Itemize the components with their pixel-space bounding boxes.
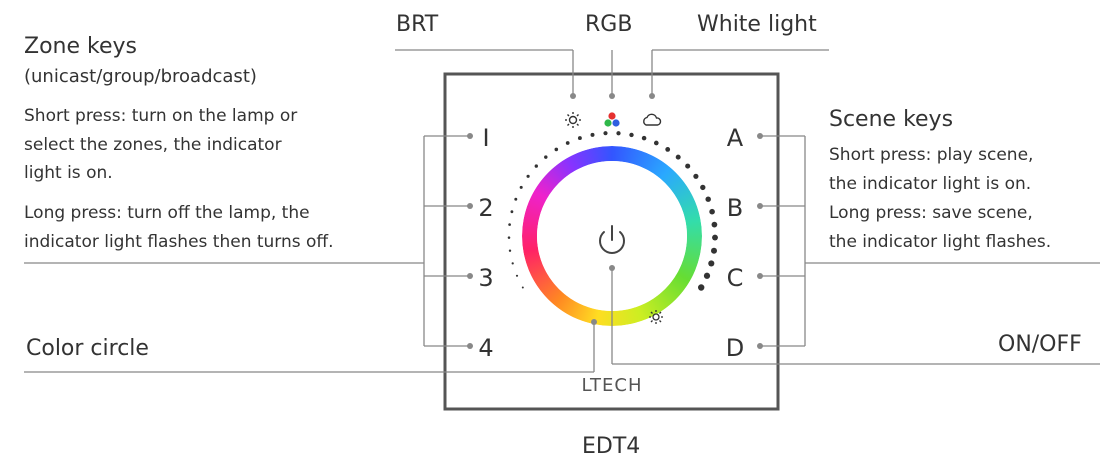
zone-short-line-3: light is on. bbox=[24, 163, 113, 183]
brightness-dot bbox=[705, 196, 711, 202]
brightness-dot bbox=[590, 132, 595, 137]
scene-line-1: Short press: play scene, bbox=[829, 145, 1034, 165]
brightness-dot bbox=[526, 174, 530, 178]
brightness-dot bbox=[708, 260, 715, 267]
color-circle-label: Color circle bbox=[26, 336, 149, 361]
power-icon[interactable] bbox=[599, 225, 625, 254]
brand-logo: LTECH bbox=[581, 375, 642, 396]
onoff-label: ON/OFF bbox=[998, 332, 1082, 357]
brightness-dot bbox=[693, 173, 699, 179]
brightness-dot bbox=[675, 154, 681, 160]
brightness-dot bbox=[508, 249, 512, 252]
brightness-dot bbox=[514, 197, 518, 201]
scene-line-3: Long press: save scene, bbox=[829, 203, 1033, 223]
scene-key-b[interactable]: B bbox=[727, 194, 743, 222]
brightness-dot bbox=[511, 262, 514, 265]
brightness-dot bbox=[554, 147, 559, 152]
brightness-dot bbox=[510, 210, 514, 214]
zone-short-line-2: select the zones, the indicator bbox=[24, 135, 282, 155]
connector-dots bbox=[467, 93, 763, 349]
brt-label: BRT bbox=[396, 12, 439, 37]
rgb-dots-icon bbox=[604, 112, 620, 127]
zone-key-2[interactable]: 2 bbox=[478, 194, 493, 222]
scene-line-4: the indicator light flashes. bbox=[829, 232, 1052, 252]
zone-key-1[interactable]: I bbox=[482, 124, 489, 152]
brightness-dot bbox=[519, 185, 523, 189]
scene-key-a[interactable]: A bbox=[727, 124, 744, 152]
brightness-dot bbox=[577, 136, 582, 141]
brightness-dot bbox=[507, 236, 511, 239]
brightness-sun-icon bbox=[649, 310, 663, 324]
scene-key-d[interactable]: D bbox=[726, 334, 744, 362]
connector-lines bbox=[24, 49, 1100, 373]
brightness-dot bbox=[703, 272, 711, 279]
white-light-label: White light bbox=[697, 12, 817, 37]
zone-key-3[interactable]: 3 bbox=[478, 264, 493, 292]
brightness-dot bbox=[603, 131, 608, 136]
brightness-dot bbox=[534, 164, 538, 168]
brightness-dot bbox=[521, 286, 524, 289]
scene-keys-title: Scene keys bbox=[829, 107, 954, 132]
cloud-icon bbox=[643, 113, 662, 126]
model-label: EDT4 bbox=[582, 434, 641, 459]
sun-icon bbox=[565, 112, 581, 128]
zone-keys-subtitle: (unicast/group/broadcast) bbox=[24, 66, 257, 87]
brightness-dot bbox=[653, 140, 659, 146]
brightness-dot bbox=[711, 221, 718, 228]
rgb-label: RGB bbox=[585, 12, 633, 37]
brightness-dots bbox=[507, 131, 718, 291]
brightness-dot bbox=[616, 131, 621, 136]
zone-short-line-1: Short press: turn on the lamp or bbox=[24, 106, 298, 126]
brightness-dot bbox=[508, 223, 511, 226]
brightness-dot bbox=[712, 234, 718, 241]
zone-long-line-1: Long press: turn off the lamp, the bbox=[24, 203, 310, 223]
zone-long-line-2: indicator light flashes then turns off. bbox=[24, 232, 334, 252]
brightness-dot bbox=[629, 132, 634, 138]
brightness-dot bbox=[711, 247, 717, 254]
brightness-dot bbox=[544, 155, 548, 159]
brightness-dot bbox=[565, 141, 570, 145]
scene-line-2: the indicator light is on. bbox=[829, 174, 1032, 194]
brightness-dot bbox=[709, 208, 715, 215]
zone-keys-title: Zone keys bbox=[24, 34, 137, 59]
zone-key-4[interactable]: 4 bbox=[478, 334, 493, 362]
brightness-dot bbox=[665, 147, 671, 152]
scene-key-c[interactable]: C bbox=[727, 264, 744, 292]
brightness-dot bbox=[685, 163, 691, 169]
brightness-dot bbox=[641, 135, 647, 141]
brightness-dot bbox=[700, 184, 706, 191]
brightness-dot bbox=[698, 284, 705, 291]
brightness-dot bbox=[515, 274, 519, 277]
